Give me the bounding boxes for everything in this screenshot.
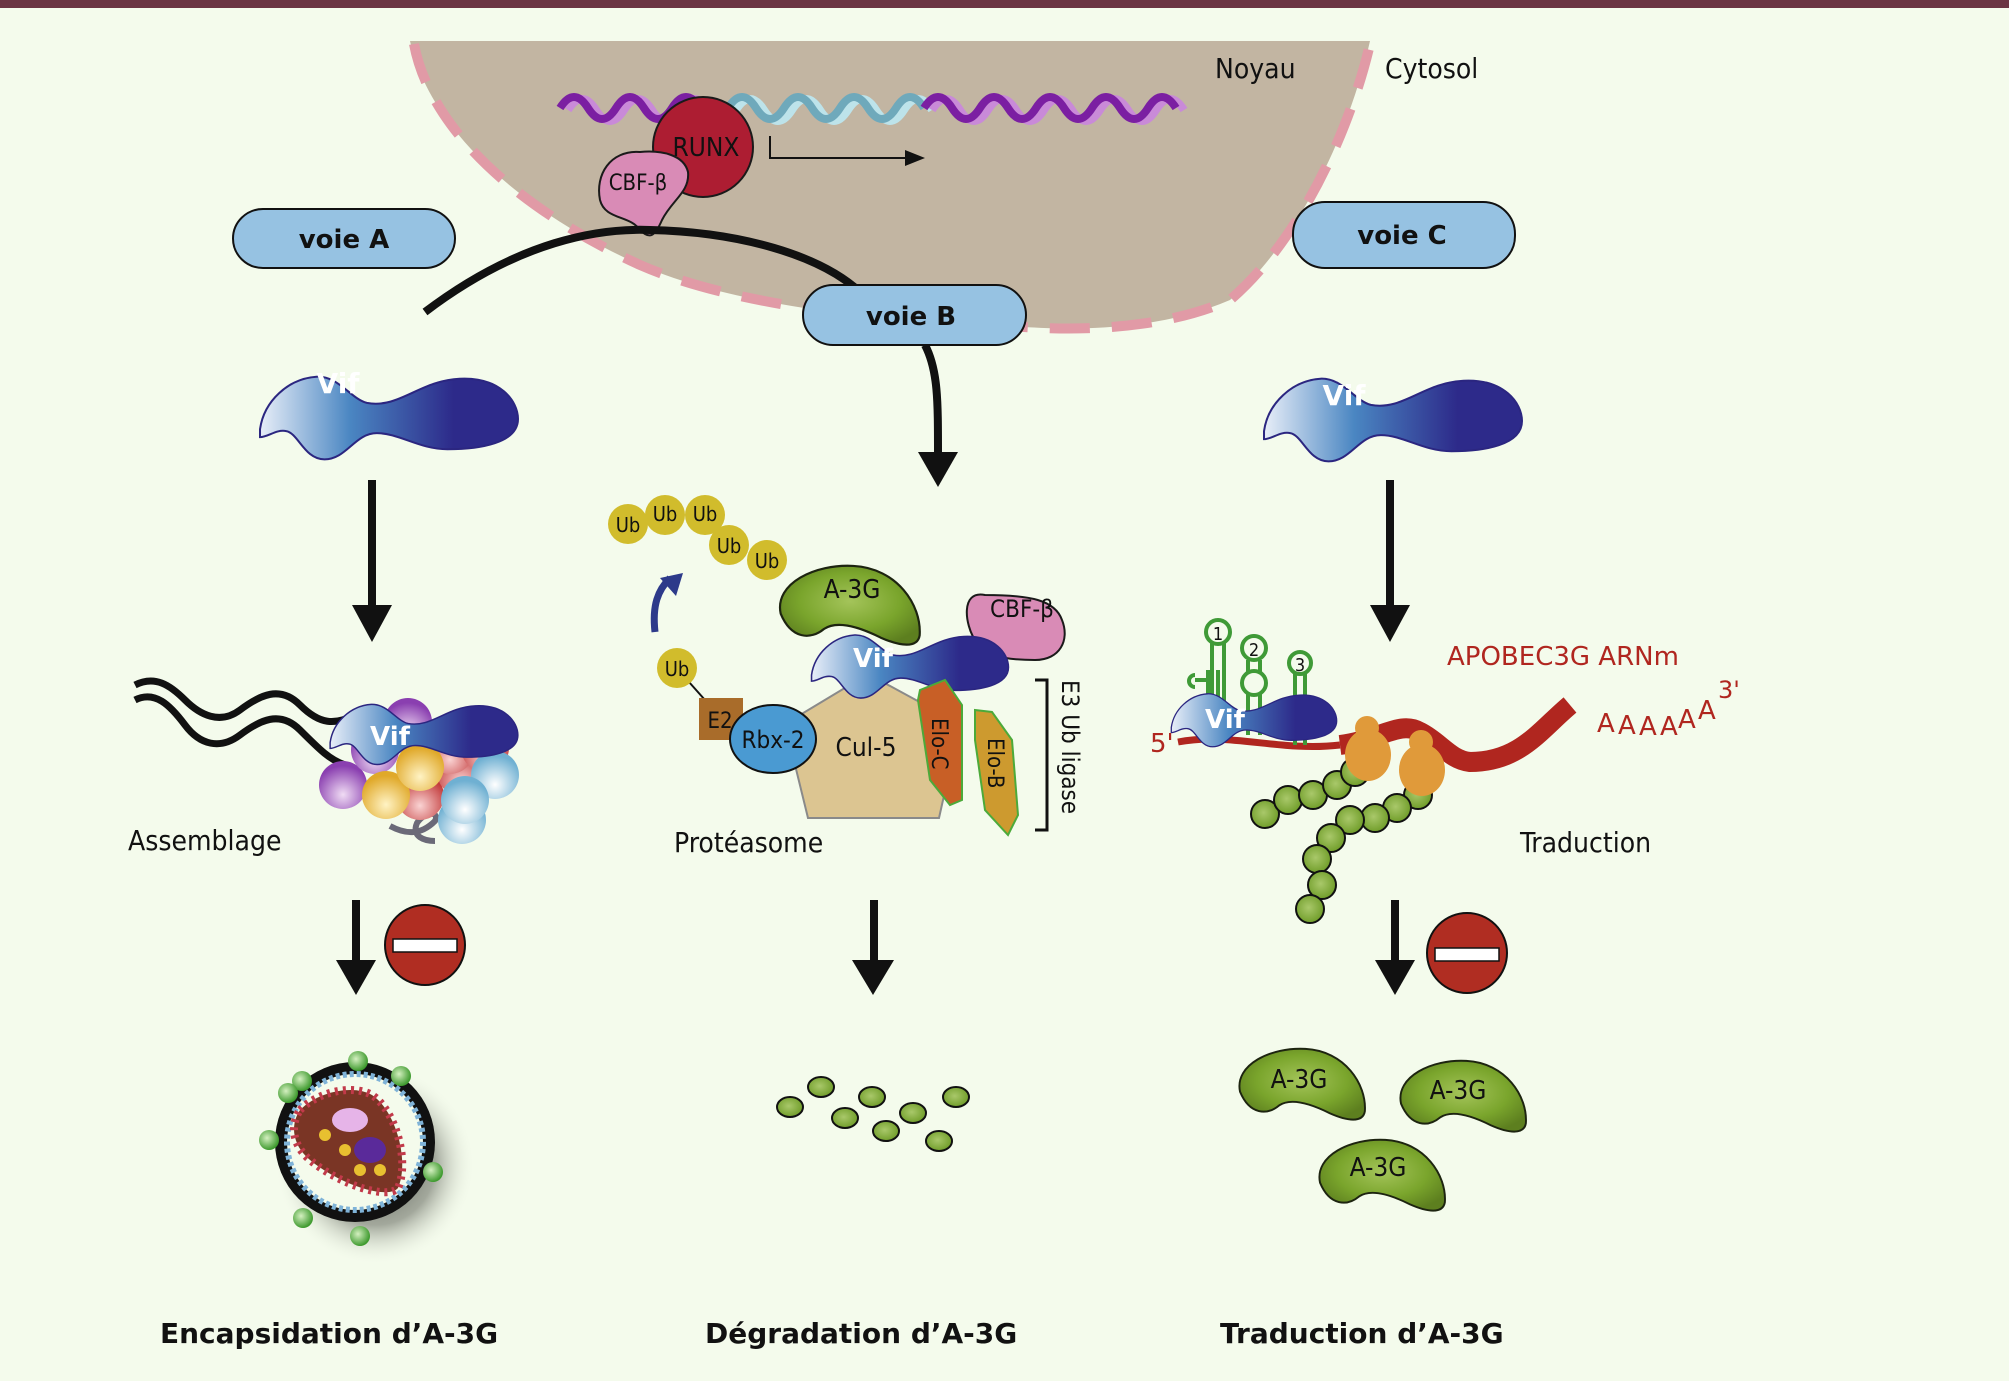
poly-a-letter: A	[1678, 705, 1696, 735]
poly-a-letter: A	[1660, 712, 1678, 742]
pathway-a-label: voie A	[299, 225, 390, 255]
a3g-label: A-3G	[1430, 1076, 1487, 1106]
nuclear-export-curve	[422, 225, 863, 316]
poly-a-letter: A	[1597, 709, 1615, 739]
cytosol-label: Cytosol	[1385, 52, 1478, 85]
a3g-proteasome: A-3G	[778, 564, 921, 646]
ubiquitin-transfer-arrowhead	[660, 573, 683, 596]
outcome-b-label: Dégradation d’A-3G	[705, 1317, 1017, 1350]
elo-b-label: Elo-B	[982, 738, 1007, 788]
pathway-b-pill[interactable]: voie B	[802, 284, 1027, 346]
pathway-a-pill[interactable]: voie A	[232, 208, 456, 269]
ub-label: Ub	[665, 657, 690, 681]
vif-label: Vif	[1323, 379, 1367, 412]
arrow-a-2	[336, 900, 376, 995]
vif-label: Vif	[370, 722, 411, 752]
elongin-b: Elo-B	[974, 708, 1020, 837]
pathway-b-arrow	[918, 343, 958, 487]
arrow-c-1	[1370, 480, 1410, 642]
virion	[259, 1051, 475, 1265]
a3g-label: A-3G	[1350, 1153, 1407, 1183]
vif-label: Vif	[1205, 705, 1246, 735]
stem-loop-label: 3	[1295, 655, 1305, 676]
a3g-label: A-3G	[1271, 1065, 1328, 1095]
five-prime-label: 5'	[1150, 729, 1174, 759]
ubiquitin-chain: Ub Ub Ub Ub Ub	[608, 495, 787, 580]
arrow-c-2	[1375, 900, 1415, 995]
poly-a-letter: A	[1639, 712, 1657, 742]
e3-ligase-bracket	[1035, 678, 1049, 832]
a3g-product: A-3G	[1399, 1059, 1527, 1133]
vif-protein-c: Vif	[1262, 377, 1524, 463]
pathway-b-label: voie B	[866, 302, 956, 332]
three-prime-label: 3'	[1718, 676, 1740, 704]
elongin-c: Elo-C	[916, 678, 963, 807]
outcome-a-label: Encapsidation d’A-3G	[160, 1317, 498, 1350]
vif-label: Vif	[853, 644, 894, 674]
poly-a-letter: A	[1698, 696, 1716, 726]
top-bar	[0, 0, 2009, 8]
ribosomes	[1345, 716, 1445, 796]
nucleus-label: Noyau	[1215, 52, 1296, 85]
mrna-strand	[1177, 697, 1577, 773]
ub-label: Ub	[616, 513, 641, 537]
arrow-b-2	[852, 900, 894, 995]
elo-c-label: Elo-C	[926, 718, 951, 770]
runx-label: RUNX	[673, 133, 740, 163]
cbf-beta-protein: CBF-β	[598, 150, 690, 237]
ub-label: Ub	[653, 502, 678, 526]
stop-sign-c	[1426, 912, 1508, 994]
proteasome-label: Protéasome	[674, 826, 823, 859]
vif-label: Vif	[317, 367, 361, 400]
pathway-c-label: voie C	[1357, 221, 1447, 251]
vif-translation: Vif	[1170, 693, 1338, 748]
ub-label: Ub	[693, 502, 718, 526]
stop-sign-a	[384, 904, 466, 986]
a3g-product: A-3G	[1318, 1138, 1446, 1212]
vif-protein-a: Vif	[258, 367, 520, 461]
mrna-label: APOBEC3G ARNm	[1447, 642, 1679, 672]
cbf-beta-label: CBF-β	[990, 595, 1054, 623]
ub-label: Ub	[755, 549, 780, 573]
translation-label: Traduction	[1519, 826, 1651, 859]
rbx2: Rbx-2	[729, 704, 817, 774]
cul5-label: Cul-5	[836, 733, 897, 763]
cbf-beta-label: CBF-β	[609, 171, 668, 196]
a3g-label: A-3G	[824, 575, 881, 605]
e3-ligase-label: E3 Ub ligase	[1056, 680, 1084, 814]
rbx2-label: Rbx-2	[741, 726, 804, 754]
stem-loop-label: 1	[1213, 624, 1223, 645]
ub-label: Ub	[717, 534, 742, 558]
transcription-arrow	[769, 136, 925, 166]
assembly-label: Assemblage	[128, 824, 281, 857]
poly-a-tail: A A A A A A 3'	[1597, 676, 1740, 742]
a3g-product: A-3G	[1238, 1047, 1366, 1121]
vif-proteasome: Vif	[810, 634, 1010, 699]
assembly-complex: Vif	[133, 677, 519, 844]
outcome-c-label: Traduction d’A-3G	[1220, 1317, 1504, 1350]
e2-label: E2	[707, 709, 732, 734]
arrow-a-1	[352, 480, 392, 642]
stem-loop-label: 2	[1249, 640, 1259, 661]
poly-a-letter: A	[1618, 711, 1636, 741]
pathway-c-pill[interactable]: voie C	[1292, 201, 1516, 269]
degraded-a3g-fragments	[776, 1076, 970, 1152]
